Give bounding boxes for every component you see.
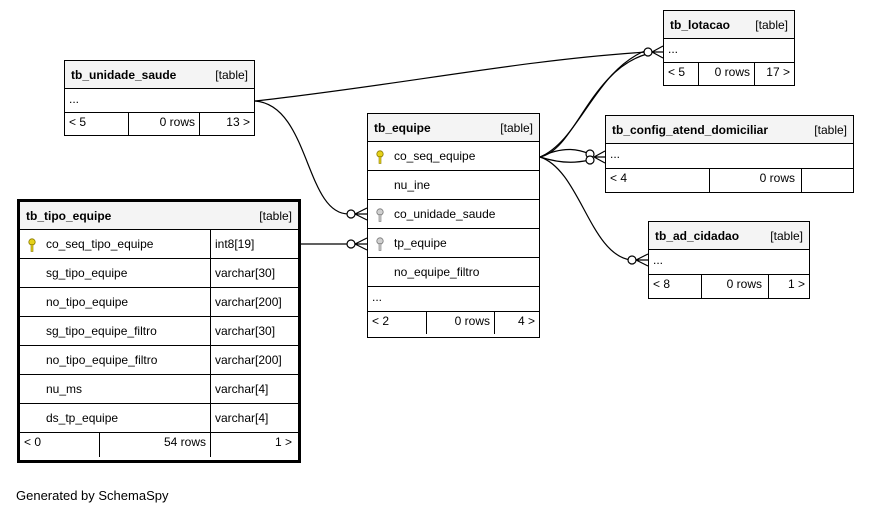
table-type: [table] [770, 229, 803, 243]
table-header: tb_equipe [table] [368, 114, 539, 142]
table-name: tb_tipo_equipe [26, 209, 112, 223]
table-header: tb_unidade_saude [table] [65, 61, 254, 89]
edge-equipe-cidadao [539, 156, 632, 261]
parents-count: < 8 [653, 277, 671, 291]
table-type: [table] [500, 121, 533, 135]
row-count: 0 rows [454, 314, 490, 328]
parents-count: < 4 [610, 171, 628, 185]
column-row: co_unidade_saude [368, 200, 539, 229]
children-count: 13 > [226, 115, 250, 129]
edge-equipe-config-a [539, 148, 591, 158]
column-row: sg_tipo_equipe_filtro varchar[30] [20, 317, 298, 346]
column-row: no_equipe_filtro [368, 258, 539, 287]
column-row: nu_ms varchar[4] [20, 375, 298, 404]
foreign-key-icon [376, 237, 384, 251]
ellipsis-row: ... [649, 250, 809, 275]
ellipsis-row: ... [606, 144, 853, 169]
column-row: ds_tp_equipe varchar[4] [20, 404, 298, 433]
table-footer: < 2 0 rows 4 > [368, 312, 539, 334]
ellipsis-row: ... [368, 287, 539, 312]
parents-count: < 5 [69, 115, 87, 129]
table-name: tb_config_atend_domiciliar [612, 123, 769, 137]
column-name: ds_tp_equipe [46, 411, 119, 425]
children-count: 1 > [787, 277, 805, 291]
column-row: tp_equipe [368, 229, 539, 258]
edge-equipe-lotacao-a [539, 53, 648, 158]
row-count: 0 rows [159, 115, 195, 129]
table-footer: < 5 0 rows 13 > [65, 113, 254, 135]
table-tb-ad-cidadao[interactable]: tb_ad_cidadao [table] ... < 8 0 rows 1 > [648, 221, 810, 299]
column-row: no_tipo_equipe_filtro varchar[200] [20, 346, 298, 375]
ellipsis-row: ... [664, 39, 794, 63]
column-type: varchar[30] [215, 266, 276, 280]
table-header: tb_tipo_equipe [table] [20, 202, 298, 230]
row-count: 0 rows [714, 65, 750, 79]
parents-count: < 2 [372, 314, 390, 328]
children-count: 4 > [517, 314, 535, 328]
generated-by-note: Generated by SchemaSpy [16, 488, 169, 503]
row-count: 54 rows [163, 435, 206, 449]
table-footer: < 0 54 rows 1 > [20, 433, 298, 457]
edge-unidade-equipe [254, 100, 350, 215]
column-name: sg_tipo_equipe_filtro [46, 324, 157, 338]
children-count: 17 > [766, 65, 790, 79]
foreign-key-icon [376, 208, 384, 222]
column-name: no_equipe_filtro [394, 265, 480, 279]
column-name: co_unidade_saude [394, 207, 496, 221]
table-type: [table] [755, 18, 788, 32]
row-count: 0 rows [759, 171, 795, 185]
primary-key-icon [28, 238, 36, 252]
table-tb-tipo-equipe[interactable]: tb_tipo_equipe [table] co_seq_tipo_equip… [17, 199, 301, 463]
table-tb-unidade-saude[interactable]: tb_unidade_saude [table] ... < 5 0 rows … [64, 60, 255, 136]
table-name: tb_unidade_saude [71, 68, 177, 82]
edge-equipe-lotacao-b [539, 49, 648, 158]
column-type: varchar[30] [215, 324, 276, 338]
table-tb-config-atend-domiciliar[interactable]: tb_config_atend_domiciliar [table] ... <… [605, 115, 854, 193]
column-name: no_tipo_equipe_filtro [46, 353, 158, 367]
column-name: co_seq_equipe [394, 149, 476, 163]
edge-unidade-lotacao [254, 51, 648, 102]
edge-equipe-config-b [539, 156, 591, 163]
table-header: tb_lotacao [table] [664, 11, 794, 39]
column-name: nu_ine [394, 178, 431, 192]
column-type: int8[19] [215, 237, 255, 251]
column-type: varchar[200] [215, 353, 282, 367]
row-count: 0 rows [726, 277, 762, 291]
table-header: tb_ad_cidadao [table] [649, 222, 809, 250]
column-row: sg_tipo_equipe varchar[30] [20, 259, 298, 288]
column-row: no_tipo_equipe varchar[200] [20, 288, 298, 317]
children-count: 1 > [274, 435, 292, 449]
column-row: nu_ine [368, 171, 539, 200]
table-header: tb_config_atend_domiciliar [table] [606, 116, 853, 144]
ellipsis-row: ... [65, 89, 254, 113]
table-footer: < 5 0 rows 17 > [664, 63, 794, 85]
table-tb-equipe[interactable]: tb_equipe [table] co_seq_equipe nu_ine c… [367, 113, 540, 338]
parents-count: < 0 [24, 435, 42, 449]
column-type: varchar[200] [215, 295, 282, 309]
column-name: tp_equipe [394, 236, 447, 250]
table-type: [table] [215, 68, 248, 82]
table-tb-lotacao[interactable]: tb_lotacao [table] ... < 5 0 rows 17 > [663, 10, 795, 86]
column-row: co_seq_tipo_equipe int8[19] [20, 230, 298, 259]
table-type: [table] [814, 123, 847, 137]
column-name: sg_tipo_equipe [46, 266, 128, 280]
table-name: tb_equipe [374, 121, 431, 135]
column-name: no_tipo_equipe [46, 295, 129, 309]
parents-count: < 5 [668, 65, 686, 79]
column-name: co_seq_tipo_equipe [46, 237, 154, 251]
table-name: tb_ad_cidadao [655, 229, 740, 243]
column-name: nu_ms [46, 382, 83, 396]
column-type: varchar[4] [215, 411, 269, 425]
primary-key-icon [376, 150, 384, 164]
table-footer: < 8 0 rows 1 > [649, 275, 809, 298]
column-row: co_seq_equipe [368, 142, 539, 171]
column-type: varchar[4] [215, 382, 269, 396]
table-footer: < 4 0 rows [606, 169, 853, 192]
table-type: [table] [259, 209, 292, 223]
table-name: tb_lotacao [670, 18, 731, 32]
